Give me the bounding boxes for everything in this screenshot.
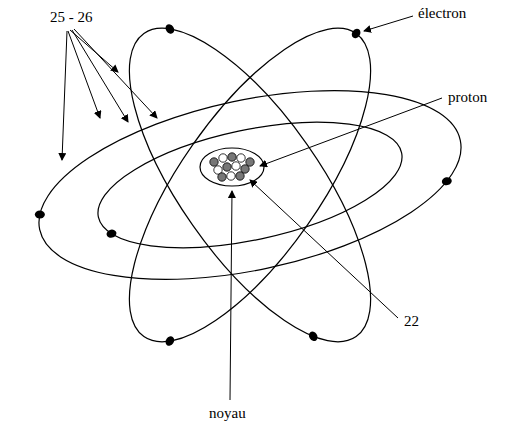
part-label: électron bbox=[416, 4, 468, 22]
orbit bbox=[20, 57, 478, 313]
callout-number: 25 - 26 bbox=[48, 8, 95, 26]
orbit bbox=[87, 0, 417, 377]
leader-lines bbox=[62, 16, 442, 400]
orbit bbox=[87, 99, 413, 271]
callout-number: 22 bbox=[402, 312, 421, 330]
part-label: noyau bbox=[207, 404, 248, 422]
orbit bbox=[87, 0, 414, 377]
nucleus bbox=[200, 148, 264, 186]
part-label: proton bbox=[446, 88, 489, 106]
